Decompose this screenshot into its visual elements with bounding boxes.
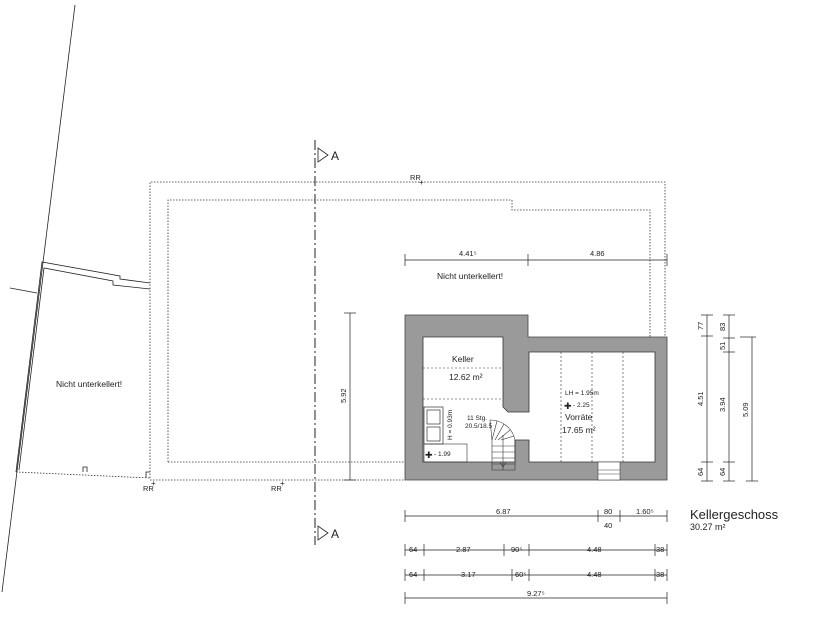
room-name-vorraete: Vorräte (565, 412, 593, 422)
section-marker-bottom: A (317, 525, 339, 541)
svg-text:90⁵: 90⁵ (511, 545, 522, 554)
svg-text:38: 38 (656, 570, 664, 579)
room-clear-height: LH = 1.95m (565, 390, 599, 397)
svg-text:60⁵: 60⁵ (515, 570, 526, 579)
svg-text:51: 51 (718, 342, 727, 350)
level-marker-icon: ✚ (564, 401, 572, 411)
room-level-vorraete: - 2.25 (573, 402, 590, 409)
svg-text:64: 64 (409, 545, 417, 554)
svg-text:4.48: 4.48 (587, 570, 602, 579)
svg-text:64: 64 (409, 570, 417, 579)
left-annex-label: Nicht unterkellert! (56, 379, 122, 389)
appliance-height: H = 0.93m (447, 410, 454, 440)
svg-text:3.94: 3.94 (718, 397, 727, 412)
outer-outline (149, 181, 666, 478)
property-line-stub (9, 287, 38, 294)
keller-level: - 1.99 (434, 451, 451, 458)
svg-text:38: 38 (656, 545, 664, 554)
level-marker-icon: ✚ (425, 450, 433, 460)
dimension-labels: 4.41⁵ 4.86 5.92 6.87 80 40 1.60⁵ 64 2.87… (339, 249, 750, 598)
svg-text:RR: RR (143, 484, 154, 493)
svg-text:+: + (419, 178, 424, 187)
svg-text:+: + (280, 479, 285, 488)
rr-marker: RR + RR + RR + (143, 173, 424, 493)
svg-text:83: 83 (718, 323, 727, 331)
stair-rise-run: 20.5/18.5 (465, 423, 492, 430)
section-marker-top: A (317, 147, 339, 163)
svg-text:40: 40 (604, 521, 612, 530)
left-annex-outline (15, 261, 151, 479)
svg-text:4.86: 4.86 (590, 249, 605, 258)
svg-text:+: + (151, 479, 156, 488)
svg-text:1.60⁵: 1.60⁵ (636, 507, 654, 516)
svg-text:5.92: 5.92 (339, 388, 348, 403)
svg-text:2.87: 2.87 (456, 545, 471, 554)
svg-text:RR: RR (271, 484, 282, 493)
svg-text:A: A (331, 527, 339, 541)
inner-outline (167, 199, 651, 462)
svg-text:64: 64 (696, 468, 705, 476)
floor-total-area: 30.27 m² (690, 522, 726, 532)
svg-text:6.87: 6.87 (496, 507, 511, 516)
dimension-lines (344, 254, 758, 604)
svg-text:RR: RR (410, 173, 421, 182)
window-opening (597, 461, 621, 481)
floor-title: Kellergeschoss (690, 507, 779, 522)
appliance-units (423, 406, 468, 463)
svg-text:77: 77 (696, 322, 705, 330)
svg-text:64: 64 (718, 468, 727, 476)
svg-text:9.27⁵: 9.27⁵ (527, 589, 545, 598)
stair-steps: 11 Stg. (467, 415, 487, 422)
svg-text:4.48: 4.48 (587, 545, 602, 554)
room-area-vorraete: 17.65 m² (562, 425, 596, 435)
svg-text:3.17: 3.17 (461, 570, 476, 579)
room-name-keller: Keller (452, 354, 474, 364)
svg-text:A: A (331, 149, 339, 163)
property-line (1, 4, 76, 593)
right-unexcavated-label: Nicht unterkellert! (437, 271, 503, 281)
svg-text:80: 80 (604, 507, 612, 516)
svg-text:5.09: 5.09 (741, 402, 750, 417)
stair (489, 419, 516, 471)
svg-text:4.51: 4.51 (696, 391, 705, 406)
svg-text:4.41⁵: 4.41⁵ (459, 249, 477, 258)
room-area-keller: 12.62 m² (449, 372, 483, 382)
